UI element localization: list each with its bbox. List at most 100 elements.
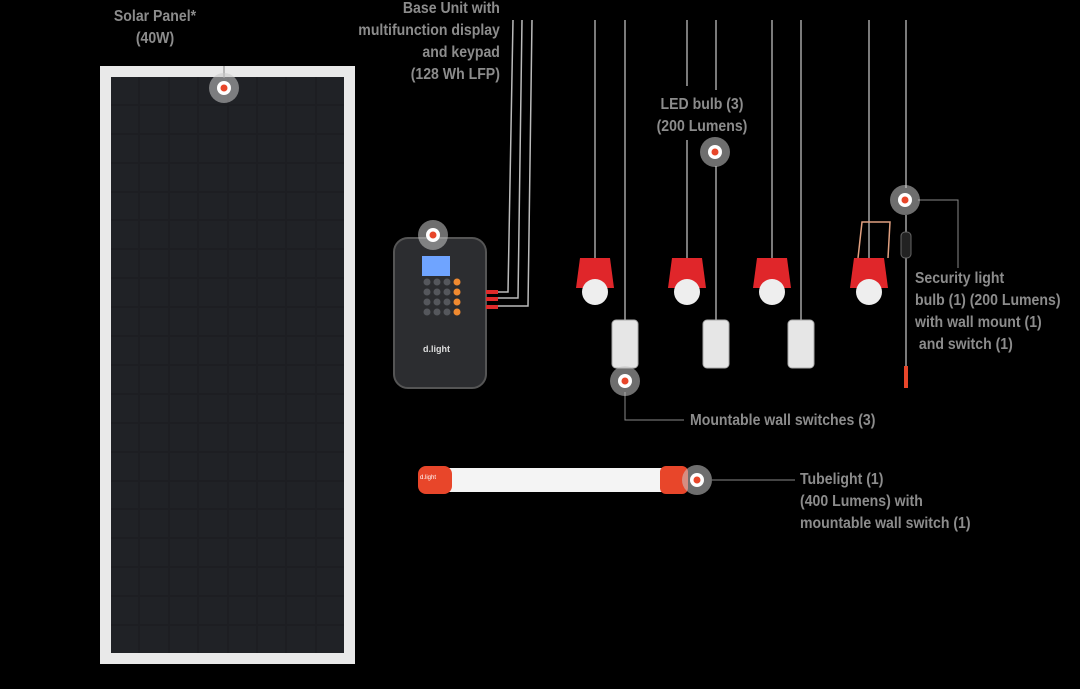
solar-cell: [287, 250, 315, 278]
hotspot[interactable]: [682, 465, 712, 495]
solar-cell: [228, 279, 256, 307]
solar-cell: [140, 539, 168, 567]
solar-cell: [169, 510, 198, 538]
hotspot-dot: [693, 476, 701, 484]
solar-cell: [111, 134, 139, 162]
solar-cell: [199, 510, 227, 538]
hotspot-dot: [621, 377, 629, 385]
solar-cell: [111, 510, 139, 538]
label-line: (40W): [135, 30, 175, 47]
hotspot[interactable]: [700, 137, 730, 167]
solar-cell: [169, 626, 198, 653]
solar-cell: [316, 597, 344, 625]
solar-cell: [140, 77, 168, 104]
solar-cell: [316, 481, 344, 509]
solar-cell: [199, 279, 227, 307]
solar-cell: [199, 626, 227, 653]
solar-cell: [140, 394, 168, 422]
lcd-display: [422, 256, 450, 276]
keypad-key: [433, 308, 441, 316]
solar-cell: [111, 221, 139, 249]
hotspot[interactable]: [418, 220, 448, 250]
solar-cell: [287, 539, 315, 567]
solar-cell: [228, 134, 256, 162]
solar-cell: [257, 279, 286, 307]
solar-cell: [111, 308, 139, 336]
solar-cell: [169, 77, 198, 104]
label-line: with wall mount (1): [915, 314, 1042, 331]
solar-cell: [199, 423, 227, 451]
tubelight-label: Tubelight (1) (400 Lumens) with mountabl…: [800, 469, 971, 535]
solar-cell: [140, 221, 168, 249]
hotspot[interactable]: [209, 73, 239, 103]
led-bulb: [576, 258, 614, 305]
solar-cell: [287, 365, 315, 393]
label-line: and keypad: [422, 44, 500, 61]
solar-cell: [228, 597, 256, 625]
solar-cell: [140, 308, 168, 336]
keypad-key: [453, 298, 461, 306]
solar-cell: [316, 626, 344, 653]
solar-cell: [228, 365, 256, 393]
solar-cell: [287, 105, 315, 133]
solar-cell: [228, 452, 256, 480]
solar-cell: [287, 308, 315, 336]
solar-cell: [287, 77, 315, 104]
hotspot[interactable]: [890, 185, 920, 215]
solar-cell: [140, 105, 168, 133]
label-line: Base Unit with: [402, 0, 500, 17]
solar-cell: [111, 365, 139, 393]
keypad-key: [443, 308, 451, 316]
solar-cell: [140, 481, 168, 509]
solar-cell: [316, 134, 344, 162]
hotspot-dot: [711, 148, 719, 156]
label-line: bulb (1) (200 Lumens): [915, 292, 1061, 309]
security-plug: [904, 366, 908, 388]
solar-cell: [140, 250, 168, 278]
hotspot-dot: [901, 196, 909, 204]
solar-cell: [257, 221, 286, 249]
keypad-key: [433, 298, 441, 306]
solar-cell: [257, 394, 286, 422]
solar-cell: [316, 163, 344, 191]
solar-cell: [169, 337, 198, 364]
solar-cell: [169, 481, 198, 509]
solar-cell: [228, 510, 256, 538]
solar-cell: [257, 568, 286, 596]
led-bulbs: [576, 258, 888, 305]
label-line: Security light: [915, 270, 1005, 287]
solar-cell: [287, 163, 315, 191]
bulb-shade: [668, 258, 706, 288]
solar-cell: [228, 568, 256, 596]
solar-cell: [287, 337, 315, 364]
label-line: Solar Panel*: [113, 8, 197, 25]
solar-cell: [316, 77, 344, 104]
solar-cell: [316, 539, 344, 567]
solar-cell: [257, 163, 286, 191]
wall-switch: [702, 319, 730, 369]
label-line: (128 Wh LFP): [410, 66, 500, 83]
solar-cell: [316, 365, 344, 393]
solar-cell: [257, 105, 286, 133]
solar-cell: [169, 568, 198, 596]
solar-cell: [287, 597, 315, 625]
solar-cell: [169, 192, 198, 220]
solar-cell: [287, 452, 315, 480]
solar-cell: [111, 423, 139, 451]
brand-logo: d.light: [423, 344, 450, 354]
solar-cell: [228, 481, 256, 509]
solar-cell: [140, 163, 168, 191]
led-bulb-label: LED bulb (3) (200 Lumens): [649, 94, 755, 138]
solar-cell: [287, 134, 315, 162]
solar-cell: [287, 394, 315, 422]
solar-cell: [199, 163, 227, 191]
solar-cell: [228, 423, 256, 451]
hotspot[interactable]: [610, 366, 640, 396]
solar-cell: [111, 192, 139, 220]
solar-cell: [257, 481, 286, 509]
bulb-shade: [576, 258, 614, 288]
solar-cell: [140, 626, 168, 653]
solar-cell: [169, 221, 198, 249]
keypad-key: [443, 288, 451, 296]
